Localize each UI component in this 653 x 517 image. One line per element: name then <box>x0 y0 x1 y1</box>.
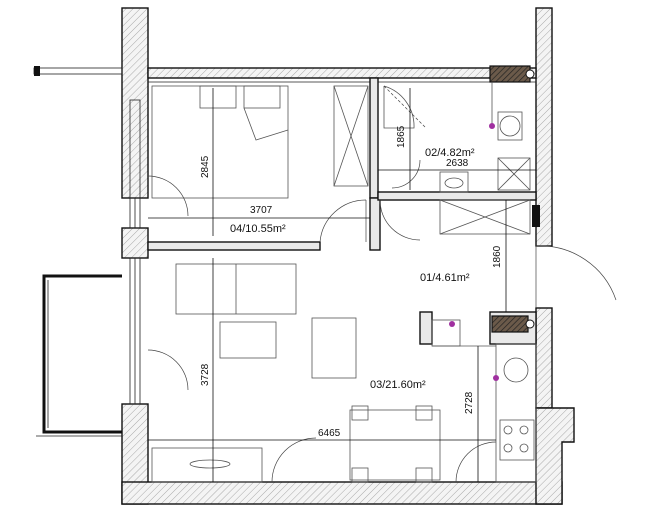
bathroom-fixtures <box>383 82 531 193</box>
dining-table <box>349 409 441 481</box>
sink <box>503 357 529 383</box>
shower-tray <box>383 85 415 129</box>
interior-walls <box>147 77 537 345</box>
living-furniture <box>147 175 497 483</box>
dim-living-depth: 3728 <box>200 363 211 386</box>
windows <box>129 99 141 405</box>
dim-bath-width: 2638 <box>446 158 469 169</box>
hall-wardrobe <box>439 199 531 235</box>
right-wall-lower <box>535 307 553 409</box>
left-wall-upper <box>121 7 149 199</box>
chimney-kitchen <box>491 315 529 333</box>
room-label-02: 02/4.82m² <box>425 147 475 159</box>
cooktop <box>499 419 535 461</box>
double-bed <box>151 85 289 199</box>
coffee-table <box>219 321 277 359</box>
toilet <box>497 111 523 141</box>
balcony <box>33 66 123 437</box>
radiator-hall <box>532 205 540 227</box>
dimension-lines <box>148 88 536 482</box>
wardrobe <box>333 85 369 187</box>
right-wall-corner <box>535 407 575 505</box>
washing-machine <box>497 157 531 191</box>
bedroom-furniture <box>151 85 369 243</box>
room-label-01: 01/4.61m² <box>420 272 470 284</box>
kitchen-counter <box>495 343 537 483</box>
dim-bath-depth: 1865 <box>396 125 407 148</box>
washbasin <box>439 171 469 193</box>
top-wall <box>147 67 537 79</box>
left-wall-mid <box>121 227 149 259</box>
dim-hall-length: 1860 <box>492 245 503 268</box>
dim-bedroom-depth: 2845 <box>200 155 211 178</box>
dim-bedroom-width: 3707 <box>250 205 273 216</box>
armchair <box>311 317 357 379</box>
chimney-top <box>489 65 531 83</box>
tv-stand <box>151 447 263 483</box>
room-label-03: 03/21.60m² <box>370 379 426 391</box>
bottom-wall <box>121 481 563 505</box>
hall-fixtures <box>379 199 617 308</box>
dim-living-width: 6465 <box>318 428 341 439</box>
room-label-04: 04/10.55m² <box>230 223 286 235</box>
kitchen <box>431 319 537 483</box>
dim-kitchen-depth: 2728 <box>464 391 475 414</box>
